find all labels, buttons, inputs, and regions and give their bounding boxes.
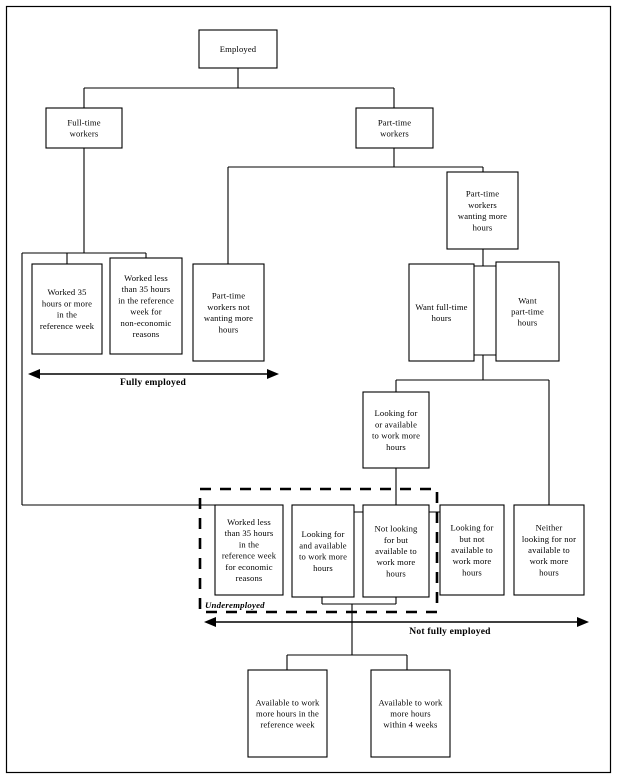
connector-fulltime-split bbox=[22, 148, 147, 264]
node-avail-ref-week[interactable] bbox=[247, 669, 328, 758]
connector-wanting-split bbox=[440, 249, 528, 267]
node-employed[interactable] bbox=[198, 29, 278, 69]
node-want-part-time[interactable] bbox=[495, 261, 560, 362]
span-arrow-fully-employed bbox=[28, 369, 279, 379]
node-looking-and-avail[interactable] bbox=[291, 504, 355, 598]
fully-employed-arrow-right bbox=[267, 369, 279, 379]
connector-employed-split bbox=[83, 68, 395, 108]
node-worked-35-or-more[interactable] bbox=[31, 263, 103, 355]
fully-employed-arrow-left bbox=[28, 369, 40, 379]
node-label-employed: Employed bbox=[220, 44, 257, 54]
node-pt-not-wanting[interactable] bbox=[192, 263, 265, 362]
node-not-looking-avail[interactable] bbox=[362, 504, 430, 598]
node-want-full-time[interactable] bbox=[408, 263, 475, 362]
node-looking-or-available[interactable] bbox=[362, 391, 430, 469]
node-full-time-workers[interactable] bbox=[45, 107, 123, 149]
connector-bottom-merge bbox=[286, 597, 408, 670]
node-worked-less-noneco[interactable] bbox=[109, 257, 183, 355]
connector-left-rail bbox=[21, 253, 249, 506]
node-layer bbox=[31, 29, 585, 758]
node-looking-not-avail[interactable] bbox=[439, 504, 505, 596]
span-label-not-fully-employed: Not fully employed bbox=[409, 626, 491, 637]
not-fully-employed-arrow-left bbox=[204, 617, 216, 627]
connector-parttime-split bbox=[227, 148, 484, 264]
node-pt-wanting-more[interactable] bbox=[446, 171, 519, 250]
span-arrow-not-fully-employed bbox=[204, 617, 589, 627]
node-avail-4-weeks[interactable] bbox=[370, 669, 451, 758]
node-part-time-workers[interactable] bbox=[355, 107, 434, 149]
node-neither-nor[interactable] bbox=[513, 504, 585, 596]
node-worked-less-eco[interactable] bbox=[214, 504, 284, 596]
not-fully-employed-arrow-right bbox=[577, 617, 589, 627]
page-border bbox=[5, 5, 612, 774]
group-label-underemployed: Underemployed bbox=[205, 600, 265, 610]
span-label-fully-employed: Fully employed bbox=[120, 377, 186, 388]
